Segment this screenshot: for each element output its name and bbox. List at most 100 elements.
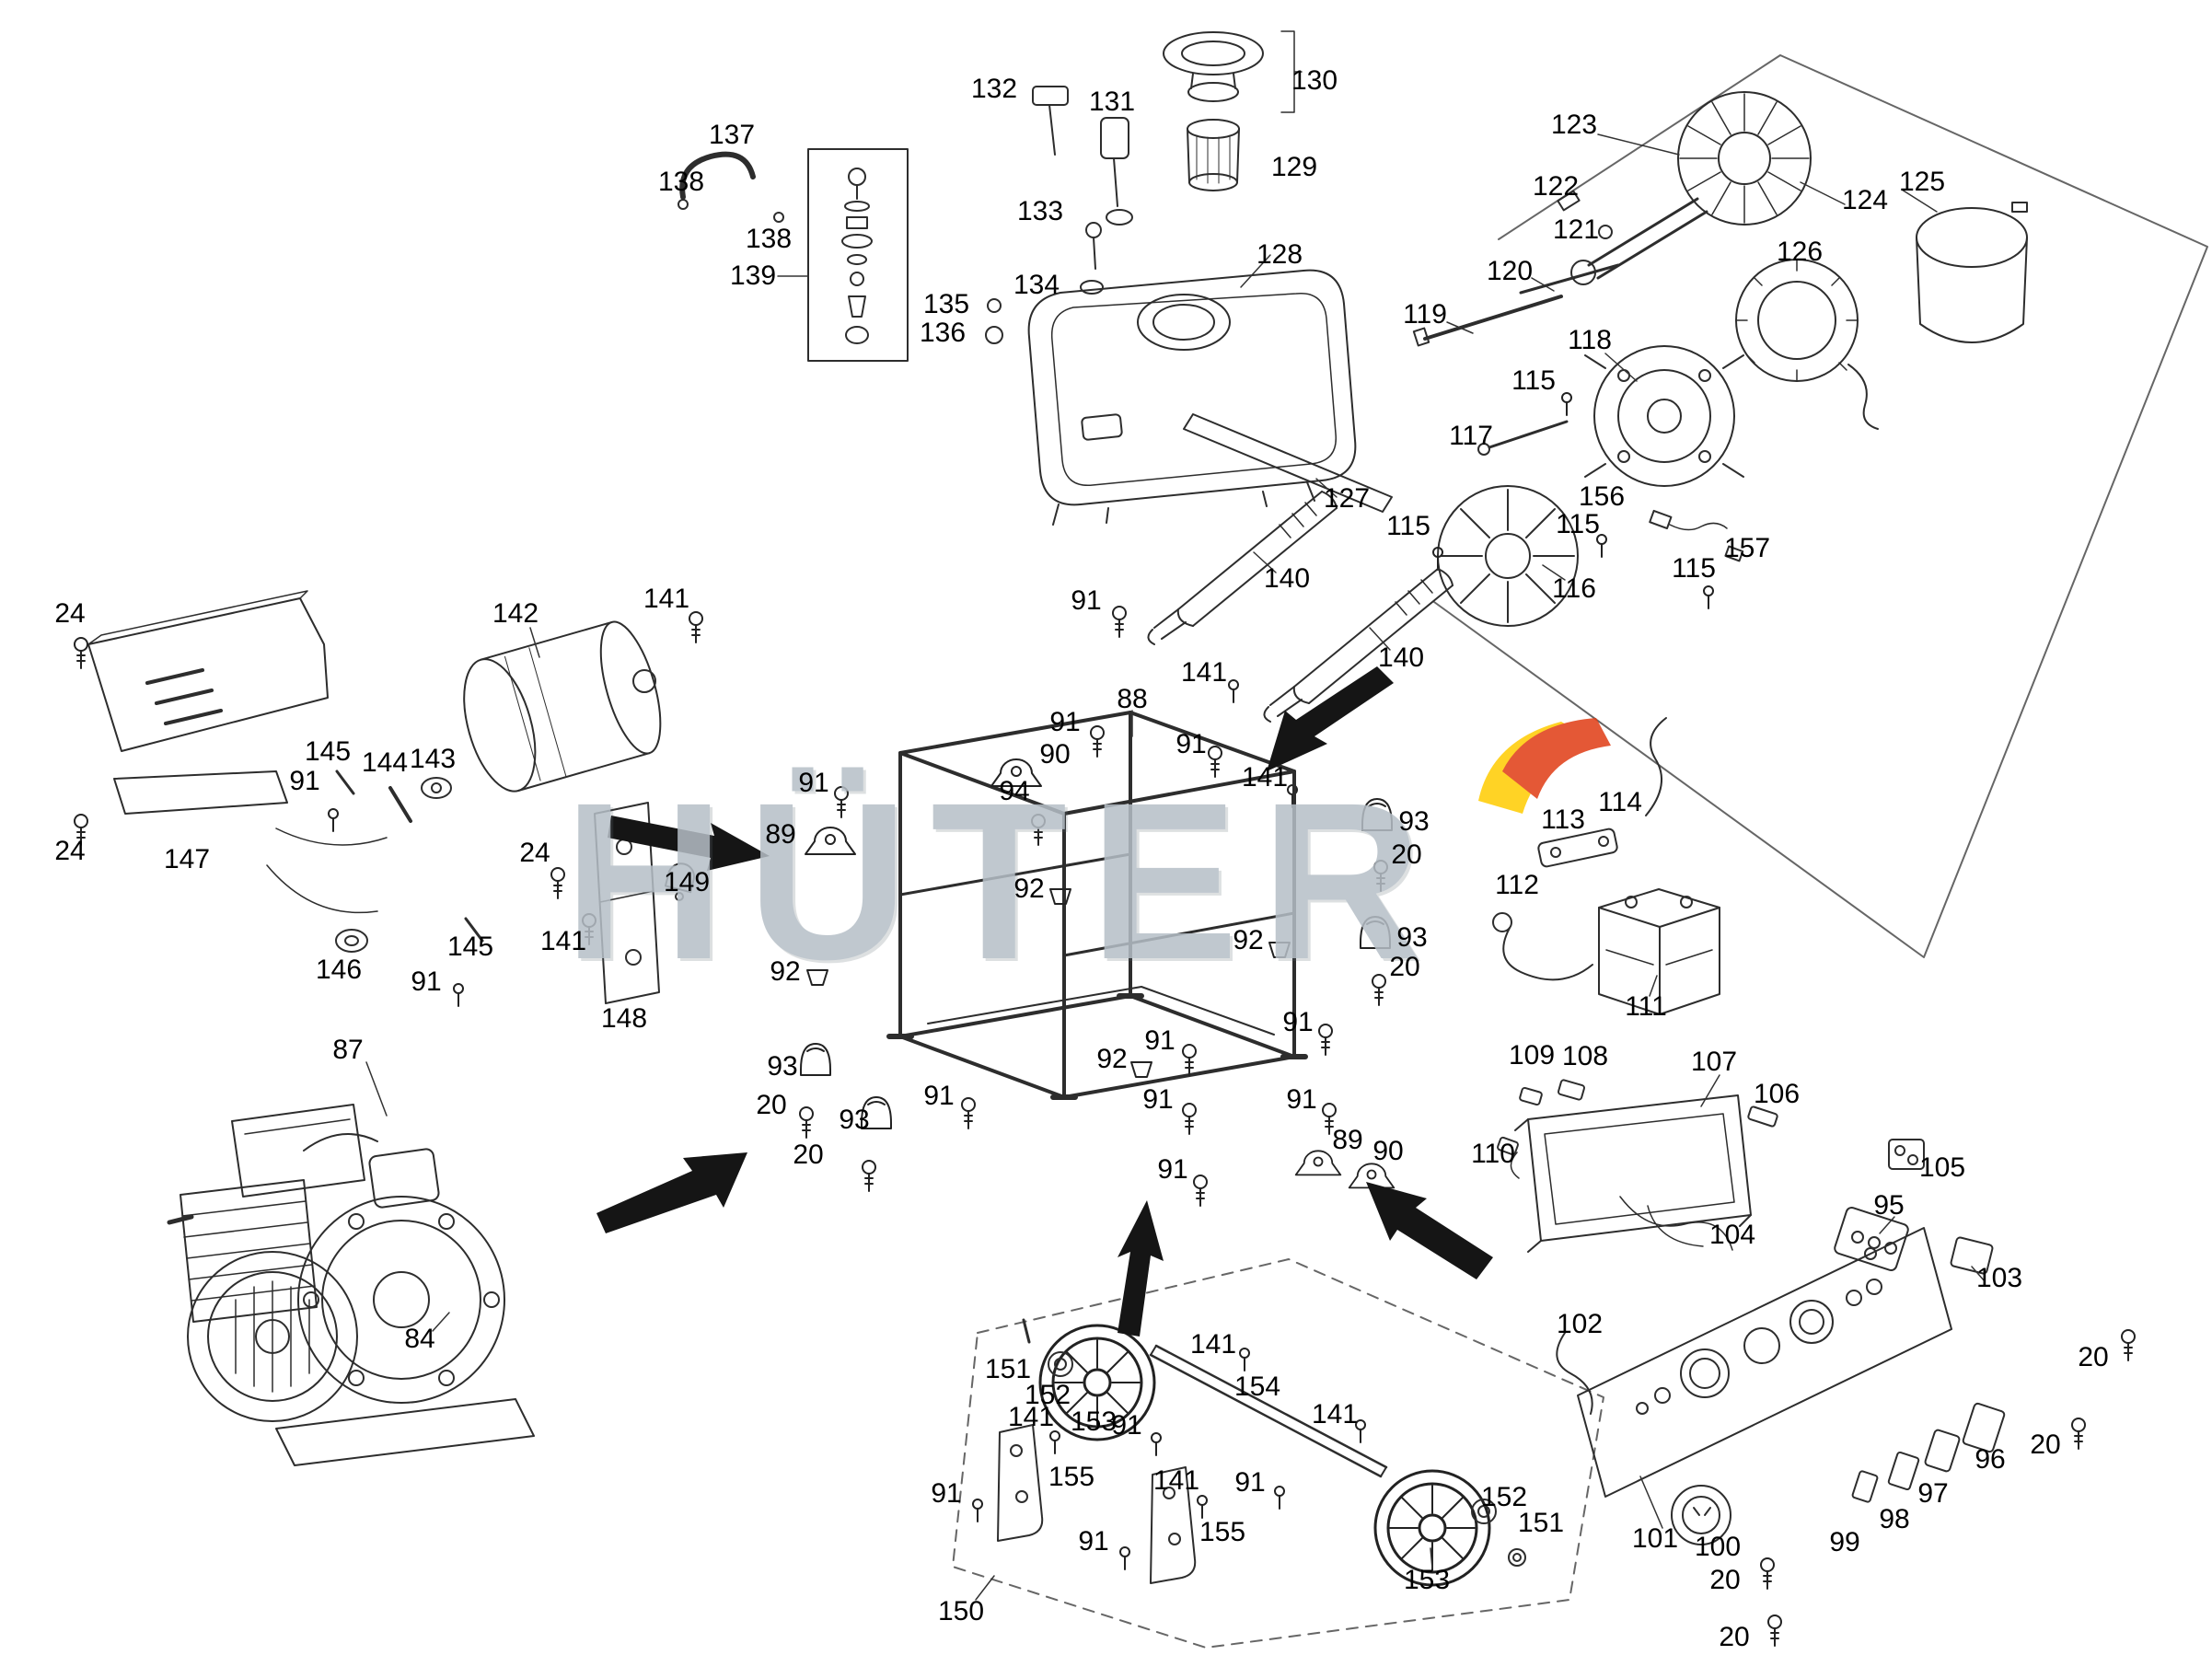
part-label-91: 91 (1175, 729, 1207, 759)
part-label-130: 130 (1291, 65, 1338, 96)
part-label-115: 115 (1386, 511, 1430, 541)
part-label-126: 126 (1776, 237, 1824, 267)
part-label-140: 140 (1377, 642, 1425, 673)
part-label-90: 90 (1372, 1136, 1404, 1166)
part-label-112: 112 (1495, 870, 1539, 900)
control-panel-drawing (1556, 1227, 2136, 1647)
part-label-89: 89 (765, 819, 796, 850)
part-label-133: 133 (1016, 196, 1064, 226)
part-label-91: 91 (411, 966, 442, 997)
part-label-98: 98 (1879, 1504, 1910, 1534)
part-label-116: 116 (1552, 573, 1596, 604)
leader-lines (365, 133, 1986, 1601)
part-label-87: 87 (332, 1035, 364, 1065)
part-label-91: 91 (1282, 1007, 1314, 1037)
wheel-kit-drawing (972, 1318, 1526, 1587)
alternator-fasteners-drawing (1412, 263, 1744, 609)
direction-arrows (596, 666, 1493, 1337)
part-label-148: 148 (600, 1003, 648, 1034)
part-label-125: 125 (1898, 167, 1946, 197)
part-label-142: 142 (492, 598, 539, 629)
fuel-hose-drawing (677, 151, 784, 223)
part-label-20: 20 (756, 1090, 787, 1120)
part-label-99: 99 (1829, 1527, 1860, 1557)
part-label-102: 102 (1556, 1309, 1604, 1339)
part-label-155: 155 (1048, 1462, 1095, 1492)
part-label-114: 114 (1598, 787, 1642, 817)
heat-shield-drawing (74, 590, 329, 846)
part-label-131: 131 (1088, 87, 1136, 117)
part-label-93: 93 (767, 1051, 798, 1082)
battery-strap-drawing (1537, 828, 1618, 868)
part-label-88: 88 (1117, 684, 1148, 714)
part-label-135: 135 (922, 289, 970, 319)
part-label-20: 20 (793, 1140, 824, 1170)
part-label-101: 101 (1631, 1523, 1679, 1554)
part-label-91: 91 (923, 1081, 955, 1111)
part-label-152: 152 (1024, 1380, 1071, 1410)
part-label-120: 120 (1486, 256, 1534, 286)
part-label-141: 141 (1311, 1399, 1359, 1429)
part-label-136: 136 (919, 318, 967, 348)
part-label-141: 141 (643, 584, 690, 614)
part-label-91: 91 (1071, 585, 1102, 616)
part-label-157: 157 (1723, 533, 1771, 563)
part-label-141: 141 (1007, 1402, 1055, 1432)
part-label-91: 91 (289, 766, 320, 796)
part-label-92: 92 (1096, 1044, 1128, 1074)
part-label-96: 96 (1975, 1444, 2006, 1475)
battery-drawing (1598, 888, 1720, 1015)
part-label-107: 107 (1690, 1047, 1738, 1077)
part-label-90: 90 (1039, 739, 1071, 770)
part-label-119: 119 (1403, 299, 1447, 330)
part-label-134: 134 (1013, 270, 1060, 300)
part-label-141: 141 (1241, 762, 1289, 793)
part-label-113: 113 (1541, 804, 1585, 835)
muffler-drawing (463, 611, 703, 793)
part-label-91: 91 (1111, 1410, 1142, 1441)
part-label-121: 121 (1552, 214, 1600, 245)
part-label-138: 138 (657, 167, 705, 197)
part-label-155: 155 (1199, 1517, 1246, 1547)
part-label-89: 89 (1332, 1125, 1363, 1155)
part-label-91: 91 (1142, 1084, 1174, 1115)
part-label-92: 92 (1013, 874, 1045, 904)
part-label-141: 141 (539, 926, 587, 956)
part-label-154: 154 (1233, 1371, 1281, 1402)
region-boundary-alternator (1433, 54, 2208, 958)
part-label-115: 115 (1511, 365, 1556, 396)
part-label-151: 151 (1517, 1508, 1565, 1538)
part-label-84: 84 (404, 1324, 435, 1354)
part-label-141: 141 (1152, 1465, 1200, 1496)
part-label-100: 100 (1694, 1532, 1742, 1562)
part-label-127: 127 (1323, 483, 1371, 514)
part-label-93: 93 (1396, 922, 1428, 953)
part-label-122: 122 (1532, 171, 1580, 202)
part-label-106: 106 (1753, 1079, 1801, 1109)
part-label-91: 91 (1157, 1154, 1188, 1185)
clamp-band-drawing (1916, 202, 2028, 343)
part-label-138: 138 (745, 224, 793, 254)
part-label-128: 128 (1256, 239, 1303, 270)
part-label-115: 115 (1556, 509, 1600, 539)
battery-wires-drawing (1492, 717, 1667, 981)
part-label-141: 141 (1189, 1329, 1237, 1360)
stator-drawing (1735, 259, 1879, 430)
part-label-145: 145 (304, 736, 352, 767)
region-boundary-wheel-kit (952, 1258, 1604, 1649)
part-label-146: 146 (315, 955, 363, 985)
part-label-91: 91 (1286, 1084, 1317, 1115)
part-label-94: 94 (999, 776, 1030, 806)
frame-drawing (886, 711, 1308, 1100)
part-label-104: 104 (1708, 1220, 1756, 1250)
part-label-145: 145 (446, 932, 494, 962)
part-label-91: 91 (1049, 707, 1081, 737)
part-label-24: 24 (54, 836, 86, 866)
part-label-24: 24 (519, 838, 550, 868)
part-label-124: 124 (1841, 185, 1889, 215)
part-label-156: 156 (1578, 481, 1626, 512)
part-label-109: 109 (1508, 1040, 1556, 1071)
part-label-118: 118 (1568, 325, 1612, 355)
